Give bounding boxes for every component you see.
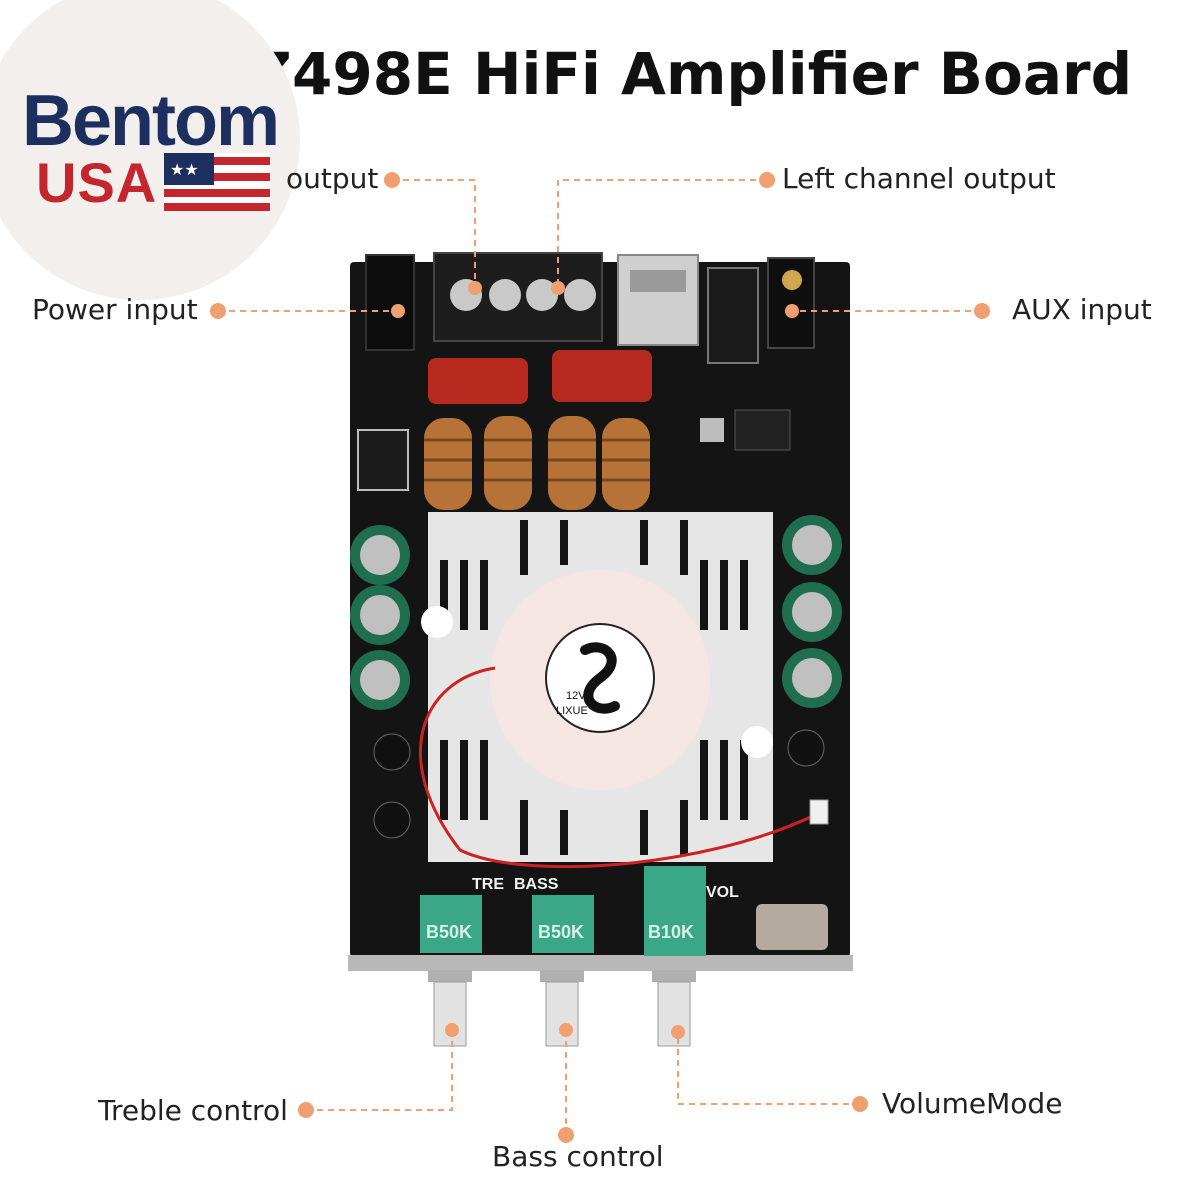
crystal	[700, 418, 724, 442]
metal-bracket	[348, 955, 853, 971]
pot-label-volume: B10K	[648, 922, 695, 942]
pot-label-bass: B50K	[538, 922, 585, 942]
callout-bass-control: Bass control	[492, 1140, 664, 1173]
logo-brand-text: Bentom	[22, 81, 280, 161]
svg-text:★★: ★★	[170, 160, 199, 179]
film-capacitor	[428, 358, 528, 404]
callout-right-channel-output: output	[286, 162, 379, 195]
silk-vol: VOL	[706, 884, 739, 901]
fan-connector	[809, 799, 829, 825]
callout-dots	[210, 172, 990, 1143]
fan-voltage-label: 12V	[566, 690, 586, 702]
inductor-coils	[424, 416, 650, 510]
bass-pot	[532, 895, 594, 953]
callout-aux-input: AUX input	[1012, 293, 1152, 326]
callout-treble-control: Treble control	[98, 1094, 288, 1127]
bluetooth-module	[707, 267, 759, 364]
cooling-fan	[490, 570, 710, 790]
callout-left-channel-output: Left channel output	[782, 162, 1056, 195]
dc-power-jack	[365, 254, 415, 351]
callout-lines	[218, 179, 982, 1135]
treble-pot	[420, 895, 482, 953]
pot-label-treble: B50K	[426, 922, 473, 942]
logo-country-text: USA	[36, 151, 158, 214]
fan-brand-label: LIXUE	[556, 705, 588, 717]
fan-wire	[419, 666, 816, 869]
knob-shafts	[428, 970, 696, 1047]
callout-power-input: Power input	[32, 293, 198, 326]
volume-pot	[644, 866, 706, 956]
page-title: Z498E HiFi Amplifier Board	[250, 40, 1133, 108]
diode	[357, 429, 409, 491]
silk-tre: TRE	[472, 876, 504, 893]
silk-bass: BASS	[514, 876, 559, 893]
logo-badge	[0, 0, 300, 300]
us-flag-icon: ★★	[164, 153, 270, 211]
callout-volume-mode: VolumeMode	[882, 1087, 1063, 1120]
usb-port	[617, 254, 699, 346]
mode-switch	[756, 904, 828, 950]
electrolytic-capacitors	[350, 515, 842, 839]
dsp-chip	[734, 409, 791, 451]
film-capacitor	[552, 350, 652, 402]
